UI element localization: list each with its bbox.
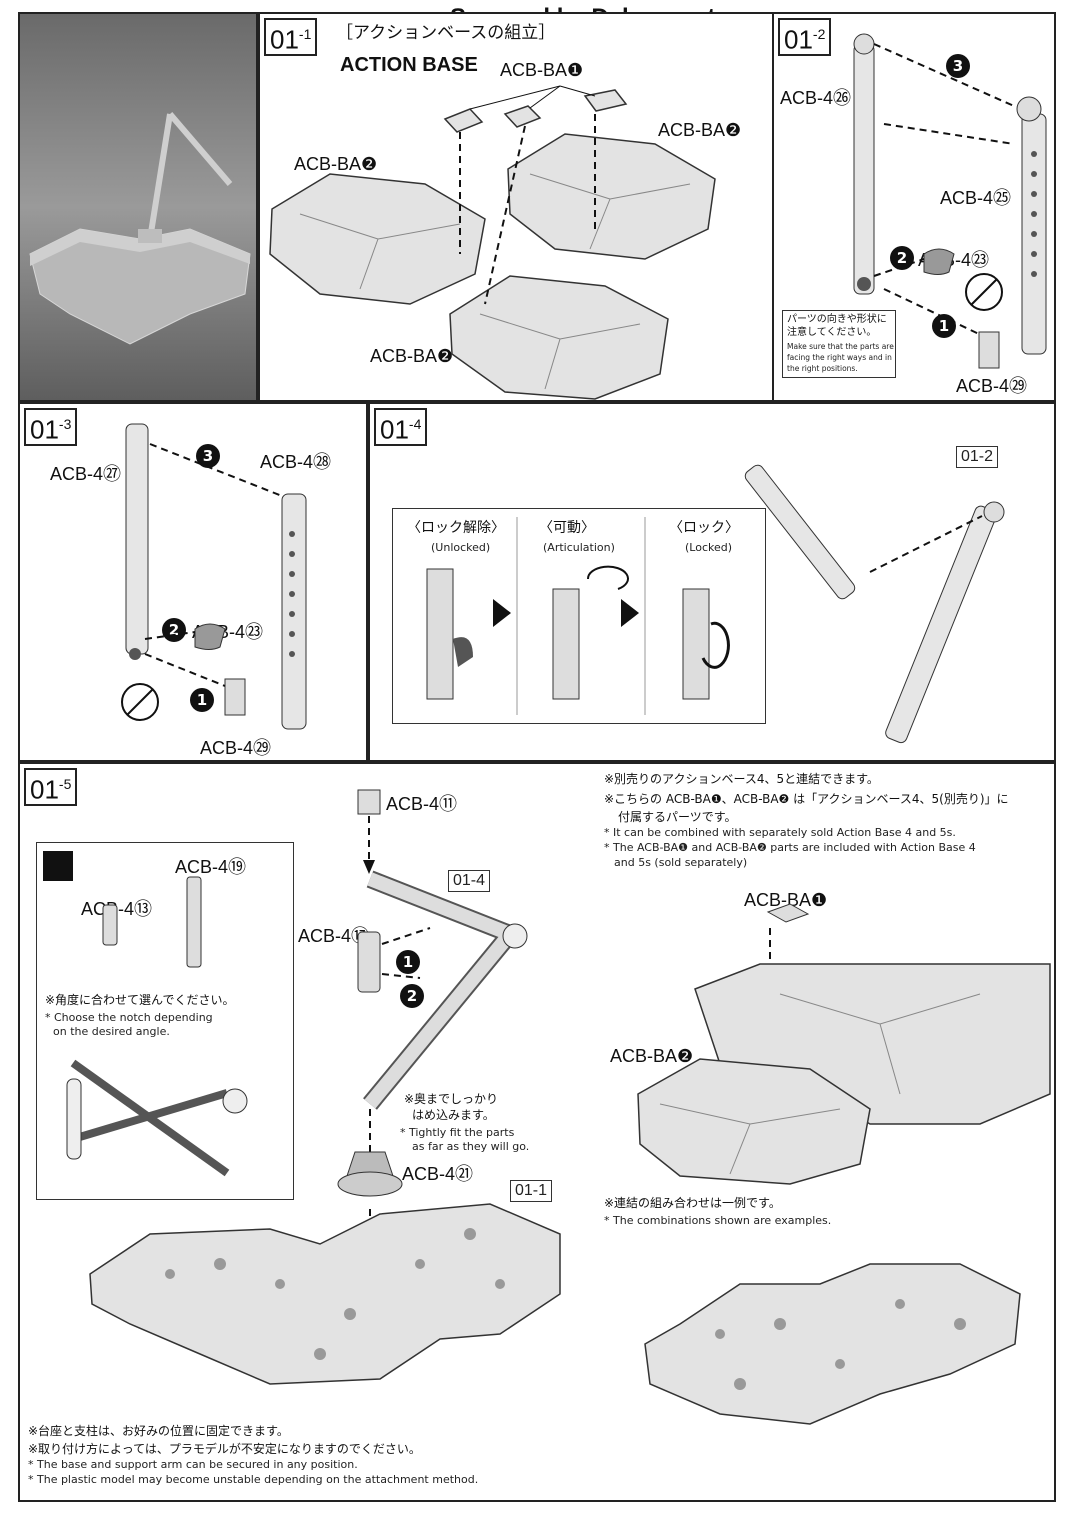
part-label-11: ACB-4⑪ (386, 794, 458, 814)
part-label-ba2-right: ACB-BA❷ (658, 120, 742, 140)
combo-part-ba2: ACB-BA❷ (610, 1046, 694, 1066)
note-en-1: Make sure that the parts are (787, 342, 894, 351)
step-label-01-3: 01-3 (24, 408, 78, 446)
base-assembly-diagram (269, 85, 716, 400)
note-jp-1: パーツの向きや形状に (787, 314, 887, 325)
arm-26-diagram (853, 33, 1047, 369)
order-badge-1: 1 (396, 950, 420, 974)
foot-note-jp-2: ※取り付け方によっては、プラモデルが不安定になりますのでください。 (28, 1442, 421, 1456)
angle-note-en-1: * Choose the notch depending (45, 1011, 213, 1024)
step-number: 01 (30, 774, 59, 805)
state-locked-jp: 〈ロック〉 (669, 520, 739, 536)
part-label-ba1: ACB-BA❶ (500, 60, 584, 80)
stand-assembly-diagram (89, 789, 561, 1385)
combo-jp-3: 付属するパーツです。 (618, 810, 737, 824)
example-note-en: * The combinations shown are examples. (604, 1214, 832, 1227)
ref-01-2: 01-2 (956, 446, 999, 468)
part-label-29: ACB-4㉙ (200, 738, 272, 758)
example-note-jp: ※連結の組み合わせは一例です。 (604, 1196, 781, 1210)
combo-jp-2: ※こちらの ACB-BA❶、ACB-BA❷ は「アクションベース4、5(別売り)… (604, 792, 1009, 806)
product-photo (18, 12, 258, 402)
part-label-25: ACB-4㉕ (940, 188, 1012, 208)
order-badge-2: 2 (400, 984, 424, 1008)
option-icon (43, 851, 73, 881)
note-jp-2: 注意してください。 (787, 327, 877, 338)
part-label-ba2-bottom: ACB-BA❷ (370, 346, 454, 366)
fit-note-en-1: * Tightly fit the parts (400, 1126, 515, 1139)
state-unlocked-en: (Unlocked) (431, 541, 491, 554)
part-label-29: ACB-4㉙ (956, 376, 1028, 396)
title-en: ACTION BASE (340, 54, 478, 76)
angle-note-en-2: on the desired angle. (53, 1025, 170, 1038)
part-label-ba2-left: ACB-BA❷ (294, 154, 378, 174)
foot-note-jp-1: ※台座と支柱は、お好みの位置に固定できます。 (28, 1424, 289, 1438)
foot-note-en-2: * The plastic model may become unstable … (28, 1473, 479, 1486)
step-label-01-1: 01-1 (264, 18, 318, 56)
combo-part-ba1: ACB-BA❶ (744, 890, 828, 910)
title-jp: ［アクションベースの組立］ (336, 23, 556, 43)
order-badge-1: 1 (190, 688, 214, 712)
step-sub: -2 (812, 26, 826, 42)
step-number: 01 (784, 24, 813, 55)
parts-note-box: パーツの向きや形状に 注意してください。 Make sure that the … (782, 310, 896, 378)
combo-en-2: * The ACB-BA❶ and ACB-BA❷ parts are incl… (604, 841, 976, 854)
panel-01-2: 01-2 ACB-4㉖ ACB-4㉕ ACB-4㉓ ACB-4㉙ 3 2 1 パ… (772, 12, 1056, 402)
lock-mechanism-diagram (426, 517, 730, 715)
part-label-21: ACB-4㉑ (402, 1164, 474, 1184)
ref-01-1: 01-1 (510, 1180, 553, 1202)
step-number: 01 (30, 414, 59, 445)
step-label-01-2: 01-2 (778, 18, 832, 56)
fit-note-jp-2: はめ込みます。 (412, 1108, 495, 1122)
lock-states-box: 〈ロック解除〉 (Unlocked) 〈可動〉 (Articulation) 〈… (392, 508, 766, 724)
arm-27-diagram (121, 423, 307, 730)
foot-note-en-1: * The base and support arm can be secure… (28, 1458, 358, 1471)
state-articulation-jp: 〈可動〉 (539, 520, 595, 536)
order-badge-3: 3 (946, 54, 970, 78)
part-label-28: ACB-4㉘ (260, 452, 332, 472)
fit-note-en-2: as far as they will go. (412, 1140, 530, 1153)
note-en-2: facing the right ways and in (787, 353, 892, 362)
combo-en-1: * It can be combined with separately sol… (604, 826, 956, 839)
part-label-26: ACB-4㉖ (780, 88, 852, 108)
note-en-3: the right positions. (787, 364, 858, 373)
part-label-19: ACB-4⑲ (175, 857, 247, 877)
panel-01-1: 01-1 ［アクションベースの組立］ ACTION BASE ACB-BA❶ A… (258, 12, 774, 402)
part-label-17: ACB-4⑰ (298, 926, 370, 946)
step-number: 01 (380, 414, 409, 445)
notch-option-inset: ACB-4⑬ ACB-4⑲ ※角度に合わせて選んでください。 * Choose … (36, 842, 294, 1200)
step-label-01-5: 01-5 (24, 768, 78, 806)
panel-01-5: 01-5 ACB-4⑬ ACB-4⑲ ※角度に合わせて選んでください。 * Ch… (18, 762, 1056, 1502)
angle-note-jp: ※角度に合わせて選んでください。 (45, 993, 235, 1007)
ref-01-4: 01-4 (448, 870, 491, 892)
step-label-01-4: 01-4 (374, 408, 428, 446)
arm-articulation-diagram (744, 464, 1005, 744)
state-articulation-en: (Articulation) (543, 541, 615, 554)
panel-01-3: 01-3 ACB-4㉗ ACB-4㉘ ACB-4㉓ ACB-4㉙ 3 2 1 (18, 402, 368, 762)
combo-en-3: and 5s (sold separately) (614, 856, 748, 869)
step-sub: -4 (408, 416, 422, 432)
panel-01-4: 01-4 01-2 〈ロック解除〉 (Unlocked) 〈可動〉 (Artic… (368, 402, 1056, 762)
state-locked-en: (Locked) (685, 541, 733, 554)
combo-jp-1: ※別売りのアクションベース4、5と連結できます。 (604, 772, 879, 786)
step-sub: -1 (298, 26, 312, 42)
state-unlocked-jp: 〈ロック解除〉 (407, 520, 505, 536)
action-base-photo (29, 112, 251, 345)
order-badge-2: 2 (162, 618, 186, 642)
step-number: 01 (270, 24, 299, 55)
step-sub: -5 (58, 776, 72, 792)
fit-note-jp-1: ※奥までしっかり (404, 1092, 499, 1106)
part-label-27: ACB-4㉗ (50, 464, 122, 484)
notch-parts-diagram (66, 876, 248, 1177)
step-sub: -3 (58, 416, 72, 432)
